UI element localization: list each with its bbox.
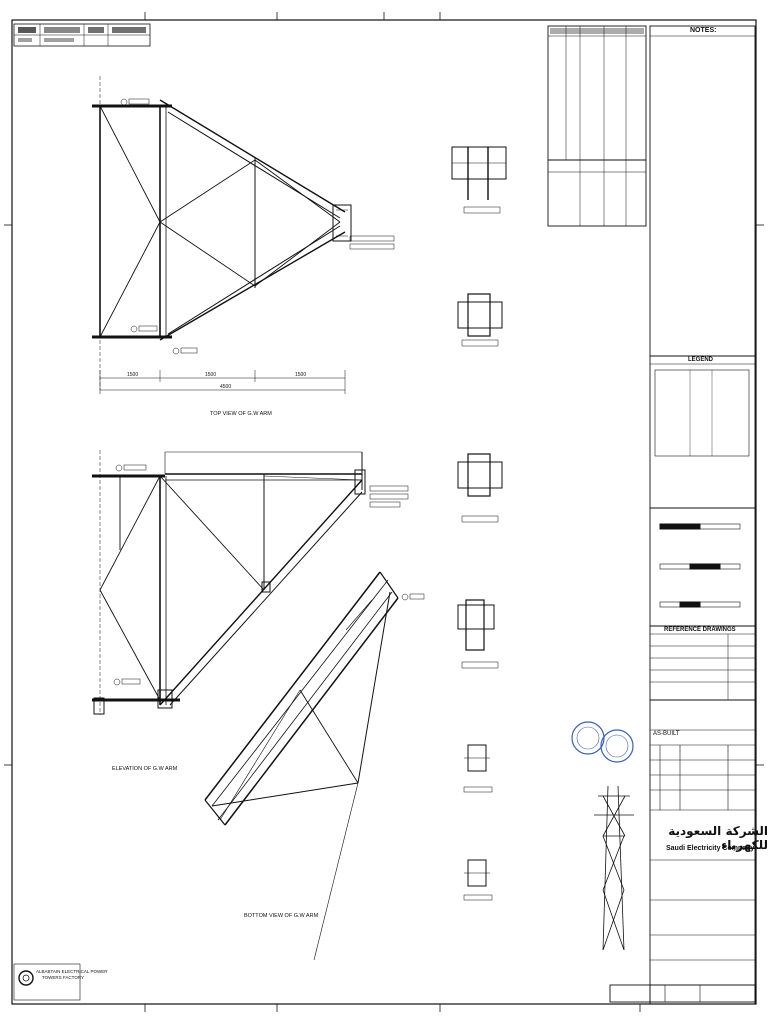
dimension-label: 4500: [220, 384, 231, 390]
sheet-border: [11, 19, 757, 1005]
notes-panel: [649, 25, 756, 357]
drawing-id-box: [13, 23, 151, 47]
legend-panel: [649, 355, 756, 509]
member-callouts: [113, 98, 425, 686]
elevation-view-caption: ELEVATION OF G.W ARM: [112, 766, 178, 772]
top-view-caption: TOP VIEW OF G.W ARM: [210, 411, 272, 417]
dimension-label: 1500: [205, 372, 216, 378]
tower-key-diagram: [594, 785, 634, 951]
elevation-view-drawing: [92, 450, 366, 715]
legend-heading: LEGEND: [688, 357, 714, 363]
top-view-drawing: [92, 76, 352, 394]
manufacturer-line: TOWERS FACTORY: [42, 975, 85, 980]
as-built-label: AS-BUILT: [653, 731, 680, 737]
reference-drawings-table: [649, 625, 756, 701]
manufacturer-box: [13, 963, 81, 1001]
bottom-view-drawing: [204, 571, 399, 961]
approval-stamps: [571, 721, 634, 763]
manufacturer-line: ALBABTAIN ELECTRICAL POWER: [36, 969, 108, 974]
scale-bars: [649, 507, 756, 627]
reference-drawings-heading: REFERENCE DRAWINGS: [664, 627, 736, 633]
bottom-view-caption: BOTTOM VIEW OF G.W ARM: [244, 913, 319, 919]
border-ticks: [4, 12, 764, 1012]
title-block: [609, 699, 756, 1005]
bill-of-materials-table: [547, 25, 647, 227]
top-view-dimensions: 1500 1500 1500 4500: [127, 372, 306, 390]
manufacturer-name: ALBABTAIN ELECTRICAL POWER TOWERS FACTOR…: [36, 969, 108, 981]
dimension-label: 1500: [127, 372, 138, 378]
dimension-label: 1500: [295, 372, 306, 378]
notes-heading: NOTES:: [690, 27, 717, 34]
section-details: [451, 146, 507, 901]
company-name-english: Saudi Electricity Company: [666, 845, 755, 852]
company-name-arabic: الشركة السعودية للكهرباء: [668, 824, 768, 852]
